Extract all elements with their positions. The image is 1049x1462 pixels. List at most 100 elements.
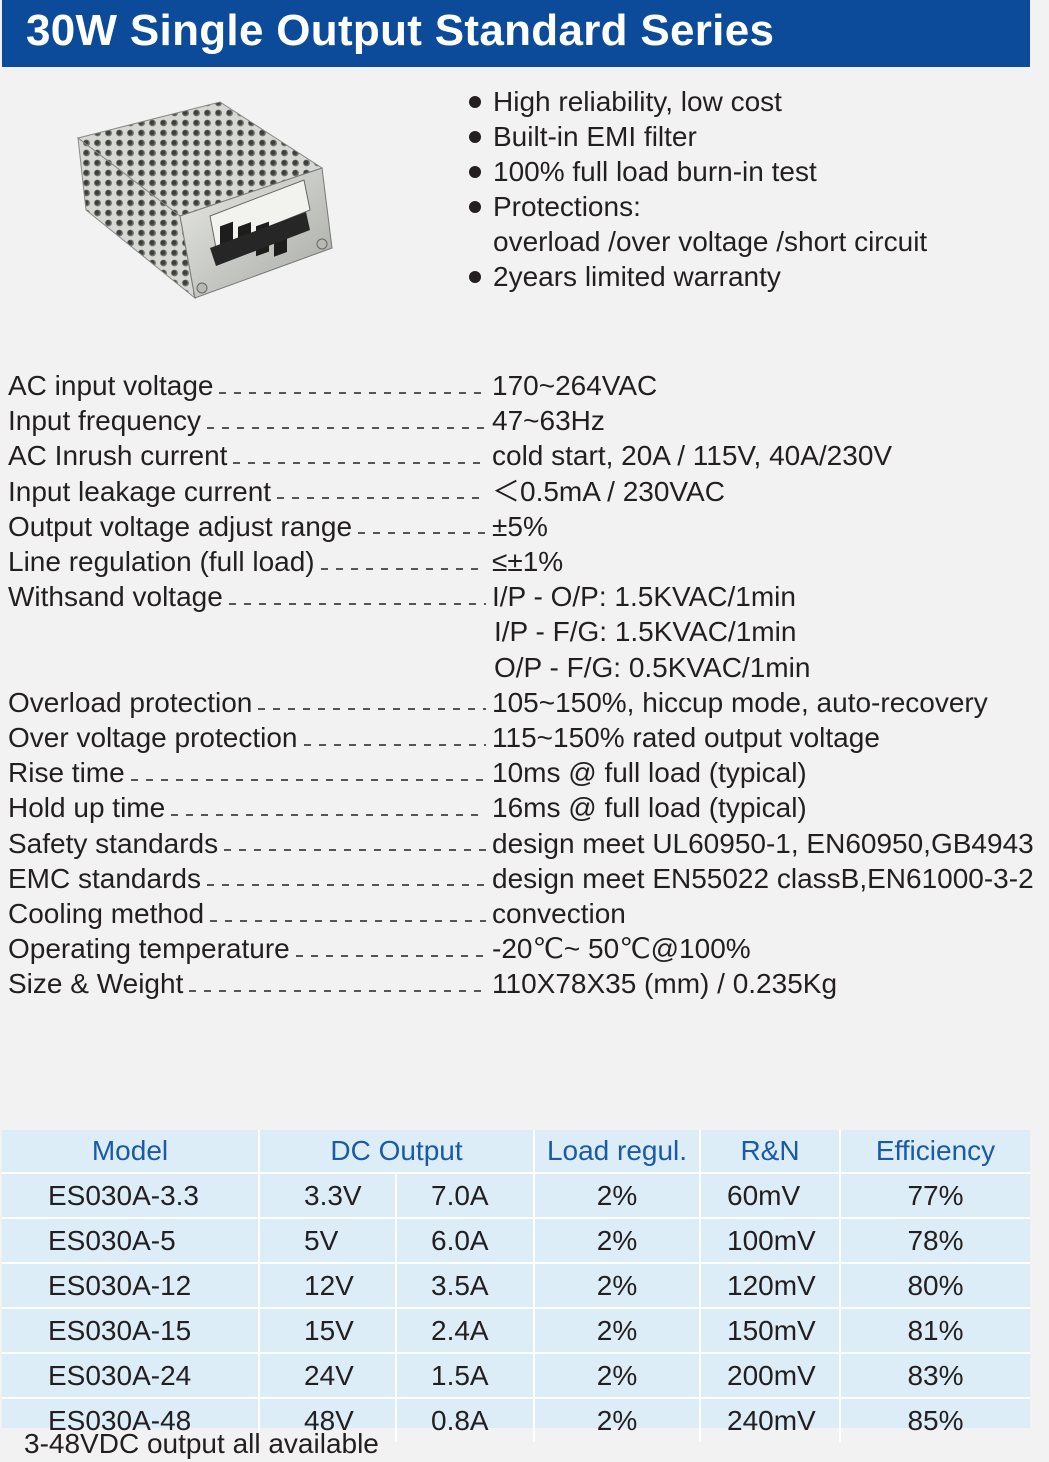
spec-row: Cooling method convection <box>8 896 1048 931</box>
leader-dots <box>206 884 486 887</box>
cell-load-regulation: 2% <box>534 1217 701 1263</box>
cell-efficiency: 81% <box>840 1307 1030 1353</box>
cell-efficiency: 83% <box>840 1352 1030 1398</box>
leader-dots <box>171 814 486 817</box>
cell-load-regulation: 2% <box>534 1172 701 1218</box>
spec-label: EMC standards <box>8 862 201 894</box>
feature-item-continuation: overload /over voltage /short circuit <box>493 226 928 257</box>
spec-label: AC input voltage <box>8 370 214 401</box>
leader-dots <box>233 462 486 464</box>
cell-load-regulation: 2% <box>534 1397 701 1442</box>
title-banner: 30W Single Output Standard Series <box>2 0 1030 67</box>
spec-label: Rise time <box>8 757 125 789</box>
leader-dots <box>303 743 486 746</box>
spec-label: Hold up time <box>8 792 166 824</box>
spec-label: Size & Weight <box>8 968 184 1000</box>
leader-dots <box>219 391 486 394</box>
table-header-row: Model DC Output Load regul. R&N Efficien… <box>2 1130 1030 1174</box>
cell-ripple-noise: 100mV <box>700 1217 841 1263</box>
spec-value: 115~150% rated output voltage <box>492 722 880 754</box>
table-row: ES030A-3.3 3.3V 7.0A 2% 60mV 77% <box>2 1172 1030 1218</box>
cell-voltage: 48V <box>259 1397 397 1442</box>
leader-dots <box>258 708 486 711</box>
cell-ripple-noise: 120mV <box>700 1262 841 1308</box>
spec-label: Over voltage protection <box>8 722 298 754</box>
model-table-container: Model DC Output Load regul. R&N Efficien… <box>2 1130 1030 1442</box>
cell-load-regulation: 2% <box>534 1307 701 1353</box>
cell-load-regulation: 2% <box>534 1262 701 1308</box>
leader-dots <box>207 426 486 429</box>
spec-label: Safety standards <box>8 827 219 859</box>
spec-value: design meet UL60950-1, EN60950,GB4943 <box>492 827 1034 859</box>
cell-ripple-noise: 200mV <box>700 1352 841 1398</box>
feature-item: High reliability, low cost <box>466 84 927 119</box>
spec-value: 170~264VAC <box>492 370 658 401</box>
table-row: ES030A-5 5V 6.0A 2% 100mV 78% <box>2 1217 1030 1263</box>
cell-current: 2.4A <box>396 1307 535 1353</box>
spec-list: AC input voltage 170~264VAC Input frequen… <box>8 368 1048 1002</box>
cell-current: 0.8A <box>396 1397 535 1442</box>
column-header-load-regulation: Load regul. <box>534 1130 701 1174</box>
leader-dots <box>320 567 486 570</box>
cell-ripple-noise: 150mV <box>700 1307 841 1353</box>
leader-dots <box>277 497 486 500</box>
table-row: ES030A-12 12V 3.5A 2% 120mV 80% <box>2 1262 1030 1308</box>
spec-label: Operating temperature <box>8 933 290 965</box>
spec-value: design meet EN55022 classB,EN61000-3-2 <box>492 862 1034 894</box>
leader-dots <box>224 849 486 852</box>
leader-dots <box>189 990 486 993</box>
cell-voltage: 3.3V <box>259 1172 397 1218</box>
spec-row: EMC standards design meet EN55022 classB,… <box>8 861 1048 896</box>
spec-value: cold start, 20A / 115V, 40A/230V <box>492 440 893 472</box>
cell-current: 1.5A <box>396 1352 535 1398</box>
spec-label: Overload protection <box>8 686 253 718</box>
leader-dots <box>130 778 486 781</box>
table-row: ES030A-15 15V 2.4A 2% 150mV 81% <box>2 1307 1030 1353</box>
spec-row: Rise time 10ms @ full load (typical) <box>8 755 1048 790</box>
spec-value: 16ms @ full load (typical) <box>492 792 807 824</box>
feature-item: 2years limited warranty <box>466 259 927 294</box>
leader-dots <box>210 919 486 922</box>
column-header-efficiency: Efficiency <box>840 1130 1030 1174</box>
column-header-model: Model <box>2 1130 260 1174</box>
cell-model: ES030A-24 <box>2 1352 260 1398</box>
spec-label: Cooling method <box>8 898 205 930</box>
spec-row: Safety standards design meet UL60950-1, E… <box>8 826 1048 861</box>
model-table: Model DC Output Load regul. R&N Efficien… <box>2 1130 1030 1442</box>
cell-efficiency: 77% <box>840 1172 1030 1218</box>
cell-model: ES030A-15 <box>2 1307 260 1353</box>
spec-value: 47~63Hz <box>492 405 605 437</box>
cell-model: ES030A-48 <box>2 1397 260 1442</box>
spec-value-continuation: I/P - F/G: 1.5KVAC/1min <box>494 616 797 648</box>
spec-row: Output voltage adjust range±5% <box>8 509 1048 544</box>
feature-list: High reliability, low cost Built-in EMI … <box>466 84 927 294</box>
spec-row: Hold up time 16ms @ full load (typical) <box>8 790 1048 825</box>
table-row: ES030A-48 48V 0.8A 2% 240mV 85% <box>2 1397 1030 1442</box>
power-supply-image <box>76 101 333 300</box>
cell-ripple-noise: 60mV <box>700 1172 841 1218</box>
cell-model: ES030A-5 <box>2 1217 260 1263</box>
cell-efficiency: 78% <box>840 1217 1030 1263</box>
spec-value: convection <box>492 898 626 930</box>
spec-value: 110X78X35 (mm) / 0.235Kg <box>492 968 838 1000</box>
cell-ripple-noise: 240mV <box>700 1397 841 1442</box>
spec-row: AC input voltage 170~264VAC <box>8 368 1048 403</box>
column-header-dc-output: DC Output <box>259 1130 535 1174</box>
feature-item: 100% full load burn-in test <box>466 154 927 189</box>
spec-label: Withsand voltage <box>8 581 223 613</box>
spec-value: I/P - O/P: 1.5KVAC/1min <box>492 581 796 613</box>
cell-load-regulation: 2% <box>534 1352 701 1398</box>
spec-row: Input leakage current＜0.5mA / 230VAC <box>8 474 1048 509</box>
leader-dots <box>228 602 486 605</box>
spec-value: ≤±1% <box>492 546 564 578</box>
cell-model: ES030A-12 <box>2 1262 260 1308</box>
feature-item: Protections: <box>466 189 927 224</box>
spec-value: 10ms @ full load (typical) <box>492 757 807 789</box>
footnote: 3-48VDC output all available <box>24 1428 379 1459</box>
cell-voltage: 5V <box>259 1217 397 1263</box>
cell-current: 7.0A <box>396 1172 535 1218</box>
cell-efficiency: 80% <box>840 1262 1030 1308</box>
